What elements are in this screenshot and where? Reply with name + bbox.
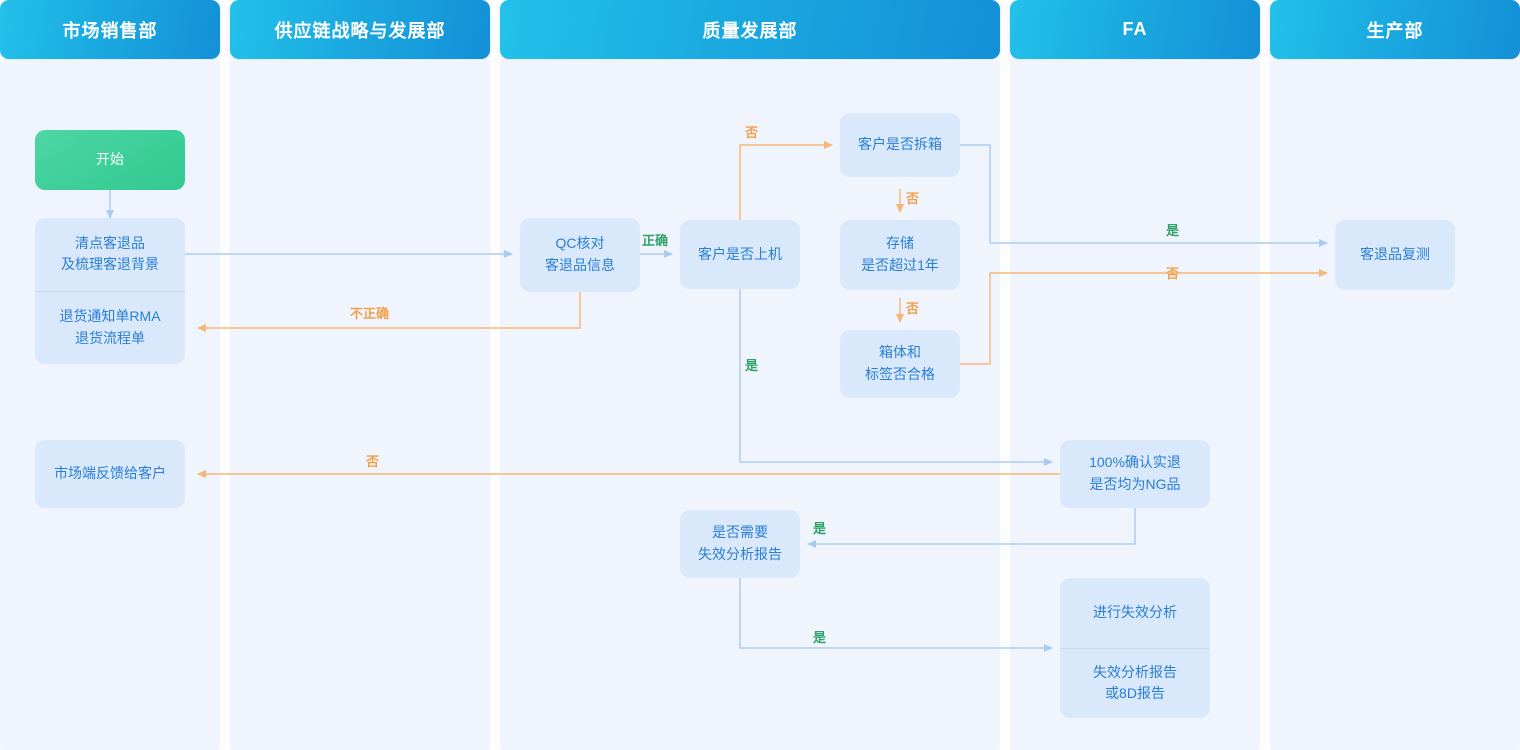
node-qc-check[interactable]: QC核对 客退品信息 [520,218,640,292]
lane-header-supplychain: 供应链战略与发展部 [230,0,490,59]
node-count-line2: 及梳理客退背景 [61,256,159,273]
node-qc-check-line2: 客退品信息 [545,257,615,273]
node-need-fa-report-line2: 失效分析报告 [698,546,782,562]
lane-header-quality: 质量发展部 [500,0,1000,59]
edge-label-storage-no: 否 [906,301,920,316]
edge-label-unbox-yes: 是 [1166,223,1180,238]
edge-label-unbox-no: 否 [906,191,920,206]
node-count-and-rma[interactable]: 清点客退品 及梳理客退背景 退货通知单RMA 退货流程单 [35,218,185,364]
node-market-feedback-label: 市场端反馈给客户 [54,465,166,482]
node-customer-unboxed-label: 客户是否拆箱 [858,136,942,153]
node-count[interactable]: 清点客退品 及梳理客退背景 [35,218,185,291]
edge-label-needfa-yes: 是 [813,630,827,645]
node-storage-over-1-year[interactable]: 存储 是否超过1年 [840,220,960,290]
node-need-fa-report-line1: 是否需要 [712,524,768,541]
node-customer-unboxed[interactable]: 客户是否拆箱 [840,113,960,177]
swimlane-production: 生产部 [1270,0,1520,750]
node-confirm-all-ng[interactable]: 100%确认实退 是否均为NG品 [1060,440,1210,508]
node-rma-line1: 退货通知单RMA [59,308,161,325]
node-count-line1: 清点客退品 [75,234,145,251]
node-rma-line2: 退货流程单 [75,329,145,346]
node-customer-powered-on-label: 客户是否上机 [698,245,782,262]
node-fa-report[interactable]: 失效分析报告 或8D报告 [1060,647,1210,719]
node-rma[interactable]: 退货通知单RMA 退货流程单 [35,290,185,365]
edge-label-online-yes: 是 [745,358,759,373]
lane-body-production [1270,60,1520,750]
edge-label-confirm-yes: 是 [813,521,827,536]
edge-label-qc-incorrect: 不正确 [350,306,390,321]
node-fa-report-line1: 失效分析报告 [1093,663,1177,680]
node-market-feedback[interactable]: 市场端反馈给客户 [35,440,185,508]
edge-label-qc-correct: 正确 [642,233,669,248]
edge-label-confirm-no: 否 [366,454,380,469]
lane-header-sales: 市场销售部 [0,0,220,59]
node-do-failure-analysis[interactable]: 进行失效分析 [1060,578,1210,648]
node-start[interactable]: 开始 [35,130,185,190]
node-need-fa-report[interactable]: 是否需要 失效分析报告 [680,510,800,578]
node-start-label: 开始 [96,151,124,168]
lane-header-fa: FA [1010,0,1260,59]
node-fa-report-line2: 或8D报告 [1105,685,1165,702]
node-box-and-label-ok[interactable]: 箱体和 标签否合格 [840,330,960,398]
lane-header-production: 生产部 [1270,0,1520,59]
edge-label-boxlabel-no: 否 [1166,266,1180,281]
node-retest-returns[interactable]: 客退品复测 [1335,220,1455,290]
node-confirm-all-ng-line1: 100%确认实退 [1089,454,1181,471]
node-storage-line2: 是否超过1年 [861,257,939,273]
node-retest-returns-label: 客退品复测 [1360,246,1430,263]
swimlane-supplychain: 供应链战略与发展部 [230,0,490,750]
edge-label-online-no: 否 [745,125,759,140]
node-confirm-all-ng-line2: 是否均为NG品 [1089,476,1181,492]
node-do-failure-analysis-label: 进行失效分析 [1093,603,1177,620]
node-customer-powered-on[interactable]: 客户是否上机 [680,220,800,289]
node-fa-group[interactable]: 进行失效分析 失效分析报告 或8D报告 [1060,578,1210,718]
node-qc-check-line1: QC核对 [555,235,605,252]
swimlane-sales: 市场销售部 [0,0,220,750]
lane-body-supplychain [230,60,490,750]
node-box-and-label-line2: 标签否合格 [865,366,935,382]
node-box-and-label-line1: 箱体和 [879,344,921,361]
node-storage-line1: 存储 [886,235,914,252]
